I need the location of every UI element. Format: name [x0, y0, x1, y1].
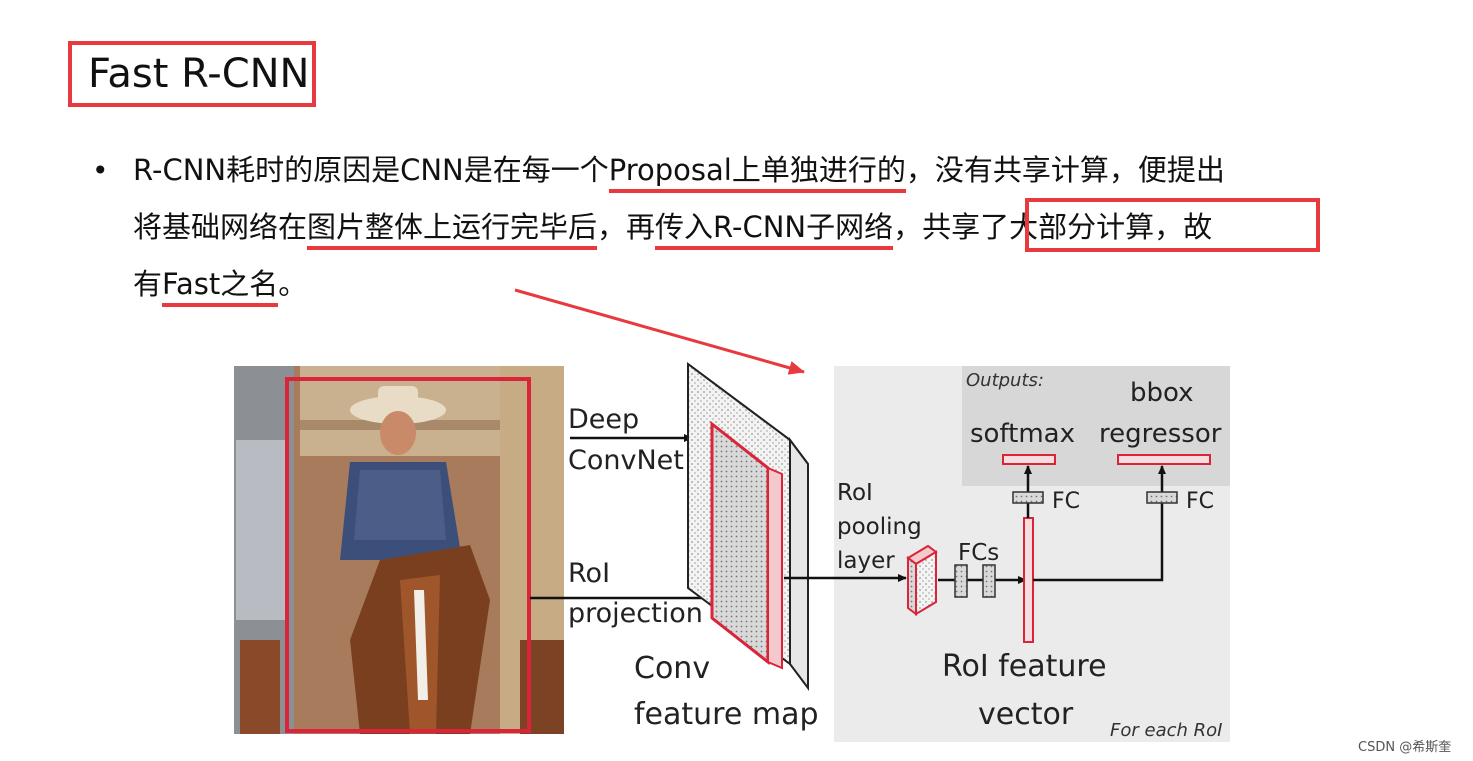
fc-softmax: [1012, 491, 1044, 504]
text-span: R-CNN耗时的原因是CNN是在每一个: [133, 153, 609, 187]
text-span: ，: [893, 210, 923, 244]
text-span: 将基础网络在: [133, 210, 308, 244]
bbox-label: bbox: [1130, 378, 1194, 408]
underlined-span: 传入R-CNN子网络: [655, 210, 894, 250]
pooled-feature-block: [906, 544, 938, 616]
fc-layer-2: [982, 564, 996, 598]
roi-pooling-label-2: pooling: [837, 514, 922, 540]
softmax-label: softmax: [970, 419, 1075, 449]
deep-convnet-label-2: ConvNet: [568, 445, 684, 476]
roi-feature-vector-bar: [1023, 517, 1034, 643]
watermark: CSDN @希斯奎: [1358, 740, 1452, 755]
slide-title: Fast R-CNN: [88, 51, 310, 97]
fc-label-1: FC: [1052, 489, 1080, 514]
roi-box: [285, 377, 531, 733]
annotation-arrow: [514, 288, 805, 375]
fcs-label: FCs: [958, 540, 999, 566]
roi-feature-label-2: vector: [978, 697, 1074, 732]
text-span: ，再: [597, 210, 656, 244]
bbox-branch-arrow: [1033, 465, 1166, 582]
text-span: ，没有共享计算，便提出: [905, 153, 1225, 187]
conv-label-2: feature map: [634, 697, 819, 732]
outputs-label: Outputs:: [966, 370, 1044, 391]
text-span: 。: [278, 267, 308, 301]
deep-convnet-label-1: Deep: [568, 404, 639, 435]
outputs-panel: [962, 366, 1230, 486]
bullet-dot: •: [92, 154, 109, 187]
bbox-output-bar: [1117, 454, 1211, 465]
phrase-highlight-box: [1025, 198, 1320, 252]
title-highlight-box: [68, 41, 316, 107]
roi-pooling-label-3: layer: [837, 548, 895, 574]
fc-layer-1: [954, 564, 968, 598]
underlined-span: 图片整体上运行完毕后: [307, 210, 598, 250]
text-span: 有: [133, 267, 163, 301]
conv-label-1: Conv: [634, 651, 710, 686]
underlined-span: Fast之名: [162, 267, 279, 307]
roi-feature-label-1: RoI feature: [942, 649, 1107, 684]
softmax-output-bar: [1002, 454, 1056, 465]
roi-projection-label-1: RoI: [568, 558, 610, 589]
regressor-label: regressor: [1099, 419, 1222, 449]
bullet-line-1: R-CNN耗时的原因是CNN是在每一个Proposal上单独进行的，没有共享计算…: [133, 150, 1225, 193]
roi-pooling-label-1: RoI: [837, 480, 873, 506]
input-photo: [234, 366, 564, 734]
underlined-span: Proposal上单独进行的: [608, 153, 906, 193]
text-span: ，故: [1154, 210, 1213, 244]
bullet-line-3: 有Fast之名。: [133, 264, 308, 307]
fc-bbox: [1146, 491, 1178, 504]
boxed-span: 共享了大部分计算: [922, 210, 1155, 244]
roi-projection-label-2: projection: [568, 598, 703, 629]
fc-label-2: FC: [1186, 489, 1214, 514]
for-each-roi-label: For each RoI: [1110, 720, 1222, 741]
conv-feature-map-block: [687, 362, 809, 691]
bullet-line-2: 将基础网络在图片整体上运行完毕后，再传入R-CNN子网络，共享了大部分计算，故: [133, 207, 1213, 250]
